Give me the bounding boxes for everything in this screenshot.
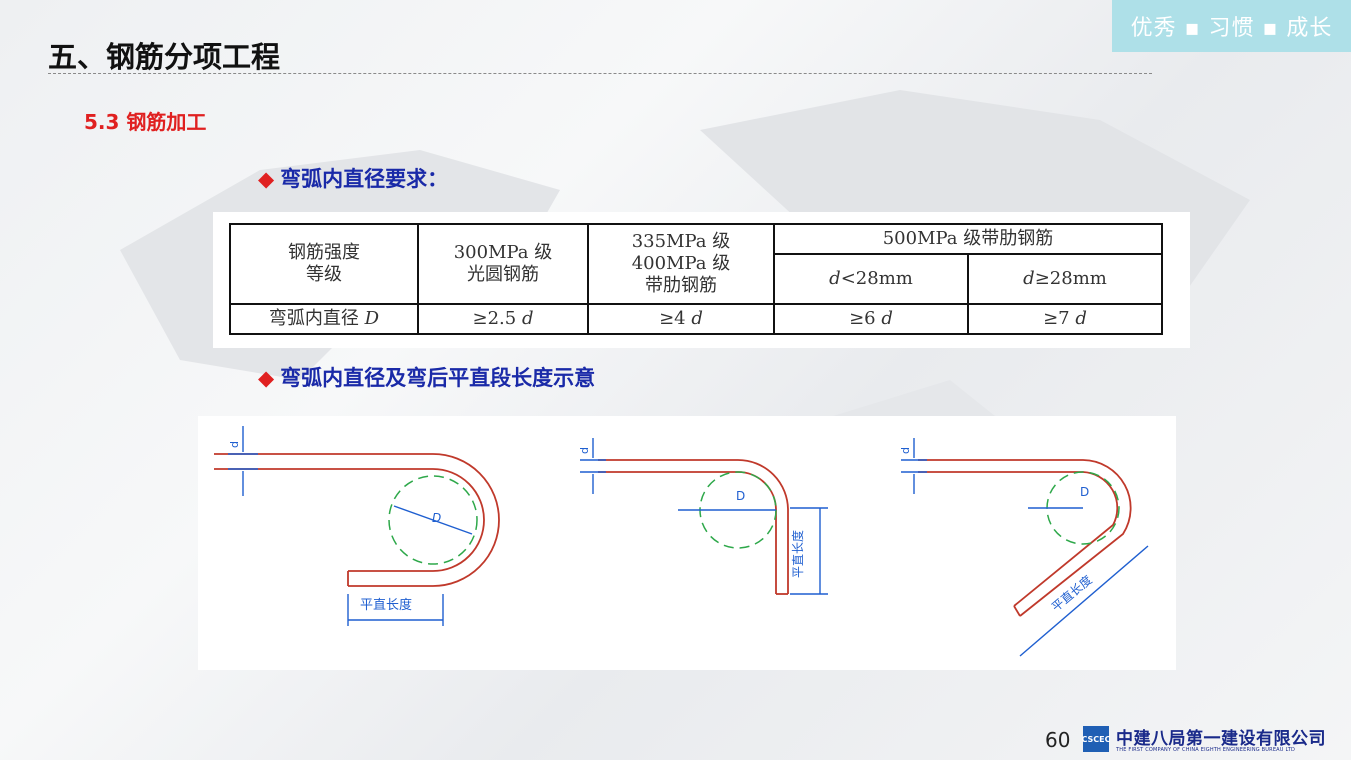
var-D: D bbox=[364, 308, 380, 329]
label-length-3: 平直长度 bbox=[1048, 572, 1094, 614]
slogan-banner: 优秀 ▪ 习惯 ▪ 成长 bbox=[1112, 0, 1351, 52]
dims-1 bbox=[228, 426, 473, 626]
header-300mpa: 300MPa 级 光圆钢筋 bbox=[417, 223, 589, 305]
value-500-lt-28: ≥6 d bbox=[773, 303, 969, 335]
company-name-en: THE FIRST COMPANY OF CHINA EIGHTH ENGINE… bbox=[1116, 747, 1296, 753]
label-d-1: d bbox=[228, 441, 241, 448]
row-label-bend-diameter: 弯弧内直径 D bbox=[229, 303, 419, 335]
dims-3 bbox=[901, 438, 1149, 657]
bullet-text: 弯弧内直径及弯后平直段长度示意 bbox=[280, 366, 596, 390]
section-heading: 5.3 钢筋加工 bbox=[84, 110, 207, 134]
value-num: ≥7 bbox=[1043, 308, 1070, 329]
row-label-text: 弯弧内直径 bbox=[268, 308, 359, 329]
label-D-2: D bbox=[736, 489, 745, 503]
hook-180-bar bbox=[214, 453, 500, 587]
value-300mpa: ≥2.5 d bbox=[417, 303, 589, 335]
var-d: d bbox=[881, 308, 893, 329]
page-number: 60 bbox=[1045, 728, 1071, 752]
bend-circle-1 bbox=[388, 475, 478, 565]
var-d: d bbox=[521, 308, 534, 329]
hook-90-bar bbox=[598, 459, 789, 595]
diamond-bullet-icon: ◆ bbox=[258, 167, 275, 191]
label-length-1: 平直长度 bbox=[360, 597, 412, 613]
spec-table-panel: 钢筋强度 等级 300MPa 级 光圆钢筋 335MPa 级 400MPa 级 … bbox=[213, 212, 1190, 348]
var-d: d bbox=[1075, 308, 1087, 329]
bullet-bend-diameter-requirement: ◆弯弧内直径要求： bbox=[258, 163, 448, 193]
page-title: 五、钢筋分项工程 bbox=[48, 40, 281, 74]
header-grade-line1: 钢筋强度 bbox=[288, 242, 360, 263]
label-D-1: D bbox=[432, 511, 441, 525]
bend-diameter-table: 钢筋强度 等级 300MPa 级 光圆钢筋 335MPa 级 400MPa 级 … bbox=[229, 223, 1163, 335]
var-d: d bbox=[691, 308, 703, 329]
header-335-line3: 带肋钢筋 bbox=[645, 275, 717, 296]
header-335-line1: 335MPa 级 bbox=[631, 231, 731, 252]
header-335-400mpa: 335MPa 级 400MPa 级 带肋钢筋 bbox=[587, 223, 775, 305]
value-num: ≥4 bbox=[659, 308, 686, 329]
header-500mpa: 500MPa 级带肋钢筋 bbox=[773, 223, 1163, 255]
label-D-3: D bbox=[1080, 485, 1089, 499]
header-335-line2: 400MPa 级 bbox=[631, 253, 731, 274]
label-d-2: d bbox=[578, 447, 591, 454]
subheader-d-ge-28: d≥28mm bbox=[967, 253, 1163, 305]
label-length-2: 平直长度 bbox=[790, 530, 805, 578]
bend-diagram-panel: d D 平直长度 d D 平直长度 d bbox=[198, 416, 1176, 670]
bullet-bend-illustration: ◆弯弧内直径及弯后平直段长度示意 bbox=[258, 362, 595, 392]
value-335-400mpa: ≥4 d bbox=[587, 303, 775, 335]
header-300-line1: 300MPa 级 bbox=[453, 242, 553, 263]
dims-2 bbox=[580, 438, 828, 595]
bend-diagrams-svg: d D 平直长度 d D 平直长度 d bbox=[214, 426, 1149, 657]
value-500-ge-28: ≥7 d bbox=[967, 303, 1163, 335]
bullet-text: 弯弧内直径要求： bbox=[280, 167, 449, 191]
title-divider bbox=[48, 73, 1152, 74]
header-300-line2: 光圆钢筋 bbox=[467, 264, 539, 285]
label-d-3: d bbox=[899, 447, 912, 454]
header-grade: 钢筋强度 等级 bbox=[229, 223, 419, 305]
company-logo-icon: CSCEC bbox=[1082, 726, 1111, 752]
company-name-cn: 中建八局第一建设有限公司 bbox=[1116, 729, 1326, 749]
value-num: ≥2.5 bbox=[472, 308, 517, 329]
subheader-lt-text: <28mm bbox=[840, 268, 913, 289]
subheader-ge-text: ≥28mm bbox=[1034, 268, 1107, 289]
value-num: ≥6 bbox=[849, 308, 876, 329]
hook-135-bar bbox=[918, 459, 1132, 617]
var-d: d bbox=[1023, 268, 1035, 289]
header-grade-line2: 等级 bbox=[306, 264, 342, 285]
var-d: d bbox=[829, 268, 841, 289]
diamond-bullet-icon: ◆ bbox=[258, 366, 275, 390]
subheader-d-lt-28: d<28mm bbox=[773, 253, 969, 305]
